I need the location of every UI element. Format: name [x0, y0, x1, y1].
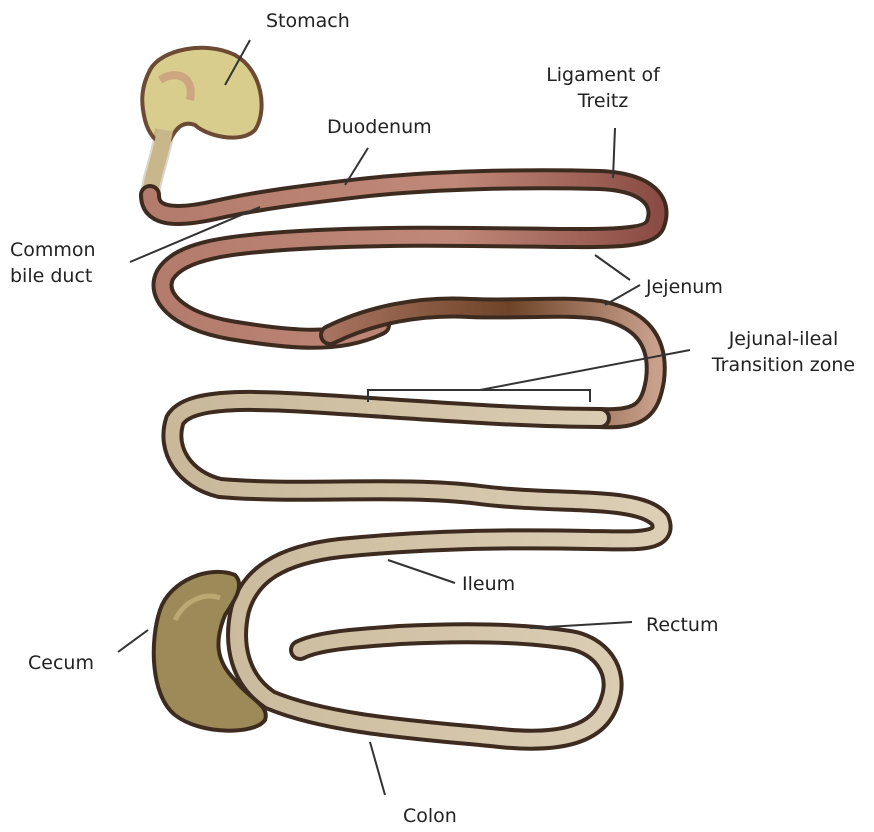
duodenum-label: Duodenum [327, 114, 432, 140]
stomach-label: Stomach [266, 8, 350, 34]
common-bile-duct-label: Common bile duct [10, 237, 96, 289]
transition-zone-label: Jejunal-ileal Transition zone [696, 326, 871, 378]
ligament-of-treitz-label: Ligament of Treitz [545, 62, 661, 114]
common-bile-label-line1: Common [10, 237, 96, 263]
jejenum-label: Jejenum [646, 274, 723, 300]
transition-label-line1: Jejunal-ileal [696, 326, 871, 352]
ligament-label-line1: Ligament of [545, 62, 661, 88]
transition-label-line2: Transition zone [696, 352, 871, 378]
rectum-label: Rectum [646, 612, 718, 638]
colon-label: Colon [403, 803, 457, 829]
common-bile-label-line2: bile duct [10, 263, 96, 289]
ileum-label: Ileum [462, 571, 515, 597]
ligament-label-line2: Treitz [545, 88, 661, 114]
cecum-label: Cecum [28, 650, 94, 676]
stomach-shape [142, 48, 261, 200]
